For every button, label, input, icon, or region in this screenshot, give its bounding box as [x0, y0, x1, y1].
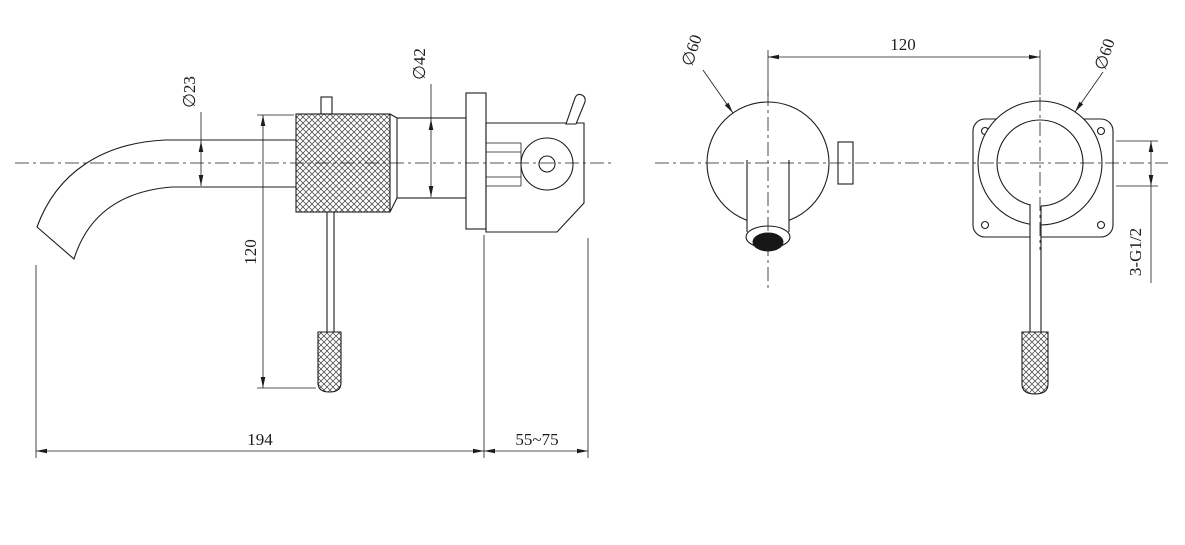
dim-label-wall-depth: 55~75 [515, 430, 558, 449]
dim-handle-length: 120 [241, 114, 316, 389]
wall-flange-side [465, 92, 487, 230]
front-view: 120 ∅60 ∅60 3-G1/2 [655, 32, 1168, 395]
dim-label-flange-diameter-right: ∅60 [1091, 36, 1119, 72]
spout-flange-front [706, 101, 854, 252]
dim-label-centers-distance: 120 [890, 35, 916, 54]
dim-centers-distance: 120 [767, 35, 1041, 96]
dim-label-spout-diameter: ∅23 [180, 76, 199, 108]
screw-hole [1096, 126, 1106, 136]
screw-hole [1096, 220, 1106, 230]
dim-label-flange-diameter-left: ∅60 [678, 32, 706, 68]
cartridge-cylinder-side [396, 117, 467, 199]
handle-lever-front [1029, 204, 1042, 332]
valve-stem-side [565, 93, 586, 125]
knurled-body-side [295, 96, 398, 213]
dim-flange-diameter-left: ∅60 [678, 32, 734, 114]
dim-label-spout-reach: 194 [247, 430, 273, 449]
dim-label-handle-length: 120 [241, 239, 260, 265]
dim-thread-spec: 3-G1/2 [1116, 140, 1158, 283]
handle-grip-side [317, 331, 342, 393]
handle-flange-front [972, 100, 1114, 395]
side-view: ∅23 ∅42 120 194 55~75 [15, 48, 612, 458]
screw-hole [980, 220, 990, 230]
dim-spout-diameter: ∅23 [180, 76, 204, 186]
handle-lever-side [317, 212, 342, 393]
dim-spout-reach: 194 [35, 235, 485, 458]
dim-flange-diameter-right: ∅60 [1074, 36, 1119, 113]
dim-body-diameter: ∅42 [410, 48, 434, 197]
valve-body-side [485, 93, 586, 233]
handle-grip-front [1021, 331, 1049, 395]
dim-label-thread-spec: 3-G1/2 [1126, 228, 1145, 276]
dim-label-body-diameter: ∅42 [410, 48, 429, 80]
spout-side [36, 139, 296, 260]
dim-wall-depth: 55~75 [484, 238, 589, 458]
